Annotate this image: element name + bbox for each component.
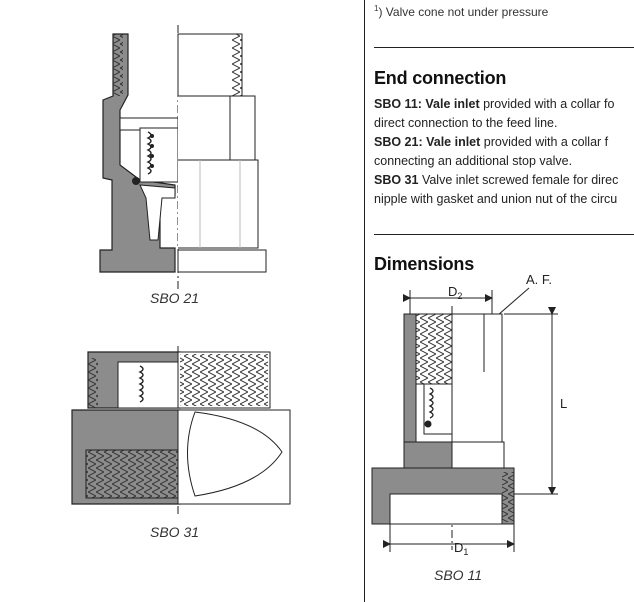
column-divider (364, 0, 365, 602)
sbo11-drawing: D2 A. F. L D1 (371, 272, 567, 557)
label-l: L (560, 396, 567, 411)
caption-sbo21: SBO 21 (150, 290, 200, 306)
footnote-text: Valve cone not under pressure (385, 5, 549, 19)
sbo31-drawing (71, 346, 291, 514)
text-line: nipple with gasket and union nut of the … (374, 192, 618, 206)
text-line: SBO 11: Vale inlet provided with a colla… (374, 97, 615, 111)
text-line: SBO 21: Vale inlet provided with a colla… (374, 135, 609, 149)
footnote-marker: 1 (374, 4, 379, 13)
rule-top (374, 47, 634, 48)
label-d1: D1 (454, 540, 468, 557)
label-af: A. F. (526, 272, 552, 287)
end-connection-text: SBO 11: Vale inlet provided with a colla… (374, 95, 634, 209)
sbo21-drawing (99, 25, 267, 290)
rule-middle (374, 234, 634, 235)
caption-sbo11: SBO 11 (434, 567, 482, 583)
footnote: 1) Valve cone not under pressure (374, 4, 549, 19)
label-d2: D2 (448, 284, 462, 301)
text-line: connecting an additional stop valve. (374, 154, 573, 168)
end-connection-heading: End connection (374, 68, 507, 88)
dimensions-heading: Dimensions (374, 254, 475, 274)
text-line: SBO 31 Valve inlet screwed female for di… (374, 173, 619, 187)
caption-sbo31: SBO 31 (150, 524, 200, 540)
text-line: direct connection to the feed line. (374, 116, 558, 130)
